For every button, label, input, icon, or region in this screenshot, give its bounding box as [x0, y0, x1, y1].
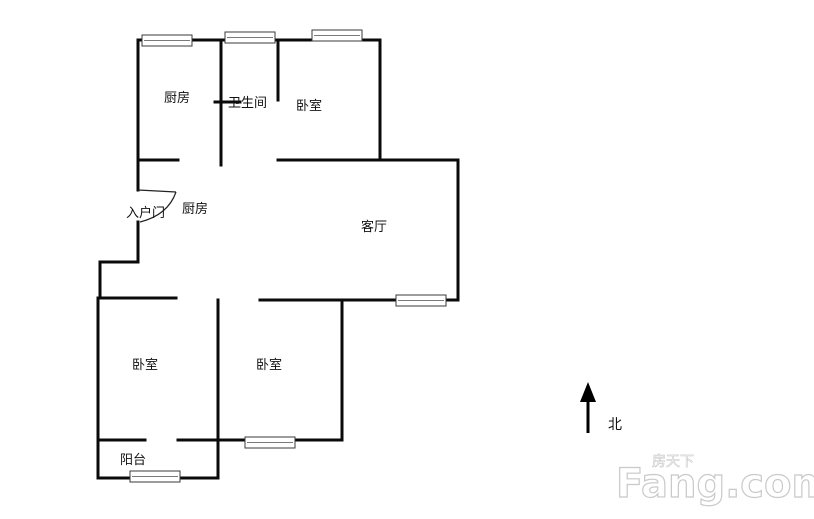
- window-balcony: [129, 470, 181, 483]
- compass-label: 北: [608, 417, 622, 433]
- windows: [129, 29, 447, 483]
- label-bathroom: 卫生间: [228, 96, 267, 111]
- label-balcony: 阳台: [120, 453, 146, 468]
- window-living-room: [395, 294, 447, 307]
- window-kitchen-top: [141, 34, 193, 47]
- label-bedroom-sw: 卧室: [132, 357, 158, 373]
- window-s-bedroom: [244, 436, 296, 449]
- label-bedroom-s: 卧室: [256, 357, 282, 373]
- label-living-room: 客厅: [361, 219, 387, 235]
- entry-door-symbol: [137, 189, 177, 223]
- watermark-logo: 房天下 Fang.com: [615, 454, 814, 508]
- walls: [96, 38, 460, 480]
- label-kitchen-mid: 厨房: [182, 201, 208, 217]
- watermark-brand: Fang.com: [616, 461, 814, 507]
- watermark-cn: 房天下: [652, 454, 694, 470]
- north-arrowhead-icon: [580, 382, 596, 402]
- north-compass: 北: [580, 382, 622, 433]
- window-ne-bedroom: [311, 29, 363, 42]
- label-bedroom-ne: 卧室: [296, 98, 322, 114]
- label-kitchen-top: 厨房: [164, 90, 190, 106]
- room-labels: 厨房 卫生间 卧室 入户门 厨房 客厅 卧室 卧室 阳台: [120, 90, 387, 468]
- window-bathroom: [224, 31, 276, 44]
- label-entry-door: 入户门: [126, 205, 165, 221]
